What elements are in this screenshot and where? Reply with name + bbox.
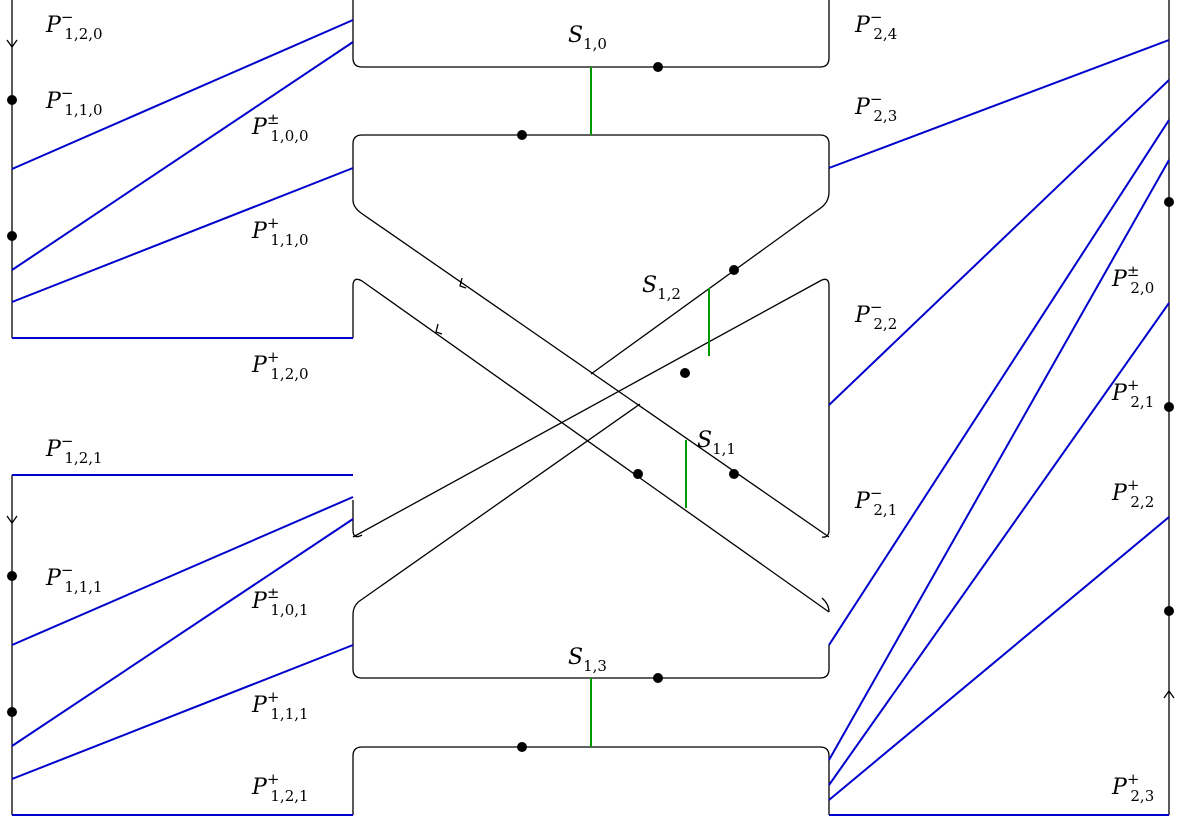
strand-p20pm: [828, 159, 1170, 761]
label-p110m: P−1,1,0: [45, 84, 103, 119]
right-triangle-right-edge: [821, 405, 830, 538]
lower-trapezoid-right-corner: [821, 597, 830, 613]
dot: [1164, 402, 1174, 412]
upper-trapezoid-left-edge: [352, 168, 830, 538]
arrow-crossing-upper: [459, 277, 467, 289]
label-s12: S1,2: [642, 273, 681, 303]
dot: [1164, 197, 1174, 207]
arrow-crossing-lower: [435, 323, 443, 335]
label-p21m: P−2,1: [854, 484, 897, 519]
label-p24m: P−2,4: [854, 8, 897, 43]
label-p101pm: P±1,0,1: [251, 584, 309, 619]
green-connectors: [590, 67, 710, 747]
label-p22m: P−2,2: [854, 298, 897, 333]
label-p120m: P−1,2,0: [45, 8, 103, 43]
bottom-box-outline: [352, 746, 830, 815]
top-box-outline: [352, 0, 830, 68]
label-p100pm: P±1,0,0: [251, 110, 309, 145]
strand-p110p: [11, 167, 354, 303]
label-p120p: P+1,2,0: [251, 348, 309, 383]
left-notch-lower-edge: [352, 500, 363, 538]
dot: [729, 265, 739, 275]
label-p21p: P+2,1: [1111, 376, 1154, 411]
label-s10: S1,0: [568, 23, 607, 53]
label-p121p: P+1,2,1: [251, 770, 309, 805]
dot: [653, 62, 663, 72]
label-s11: S1,1: [697, 428, 736, 458]
dot: [7, 95, 17, 105]
arrow-left-top: [6, 39, 18, 49]
strand-p23m: [828, 39, 1170, 169]
strand-p22m: [828, 79, 1170, 406]
label-p20pm: P±2,0: [1111, 262, 1154, 297]
label-p23m: P−2,3: [854, 90, 897, 125]
dot: [633, 469, 643, 479]
label-p22p: P+2,2: [1111, 476, 1154, 511]
dot: [7, 707, 17, 717]
strand-p120m: [11, 19, 354, 170]
dot: [7, 231, 17, 241]
dot: [517, 130, 527, 140]
marked-points: [7, 62, 1174, 752]
label-p110p: P+1,1,0: [251, 214, 309, 249]
lower-trapezoid-left-edge: [352, 403, 641, 645]
strand-p22p: [828, 516, 1170, 801]
label-p121m: P−1,2,1: [45, 432, 103, 467]
dot: [680, 368, 690, 378]
label-p23p: P+2,3: [1111, 770, 1154, 805]
arrow-left-bottom: [6, 515, 18, 525]
strand-p101pm: [11, 518, 354, 747]
arrow-right-bottom: [1163, 689, 1175, 699]
dot: [729, 469, 739, 479]
strand-p21m: [828, 119, 1170, 646]
label-p111m: P−1,1,1: [45, 561, 103, 596]
dot: [7, 571, 17, 581]
dot: [517, 742, 527, 752]
blue-strands: [11, 19, 1170, 816]
label-s13: S1,3: [568, 645, 607, 675]
dot: [653, 673, 663, 683]
diagram-labels: S1,0 S1,1 S1,2 S1,3 P−1,2,0 P−1,1,0 P±1,…: [45, 8, 1154, 805]
left-notch-upper-edge: [352, 278, 830, 613]
strand-p111m: [11, 496, 354, 646]
dot: [1164, 606, 1174, 616]
strand-p111p: [11, 644, 354, 780]
label-p111p: P+1,1,1: [251, 688, 309, 723]
strand-p21p: [828, 302, 1170, 786]
upper-trapezoid-outline: [352, 134, 830, 375]
right-triangle-upper-edge: [352, 278, 830, 538]
strand-p110m: [11, 41, 354, 271]
